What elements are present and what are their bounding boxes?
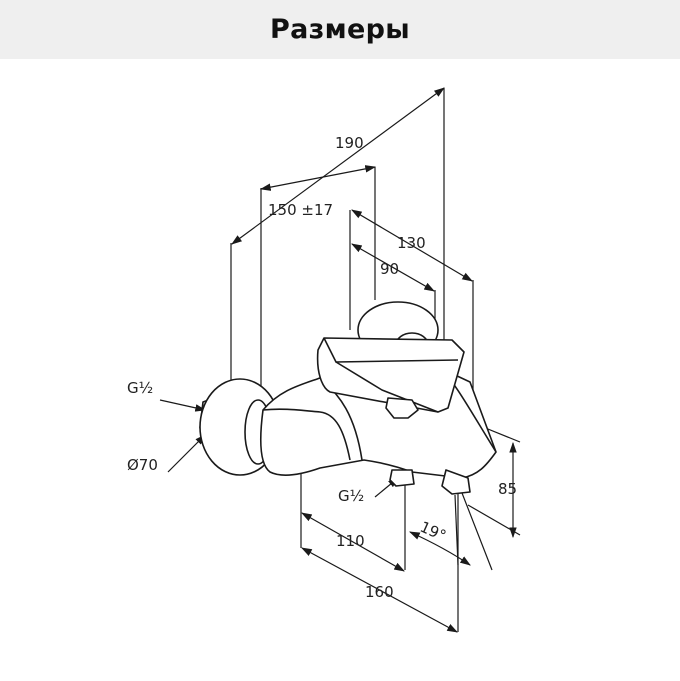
dim-label-85: 85 bbox=[498, 480, 517, 498]
mixer-dimension-svg: 190 150 ±17 130 90 85 110 160 19° G½ Ø70… bbox=[127, 87, 521, 633]
dim-line-190 bbox=[231, 87, 445, 245]
lever-handle bbox=[316, 337, 465, 413]
dim-label-130: 130 bbox=[397, 234, 426, 252]
dim-label-110: 110 bbox=[336, 532, 365, 550]
angle-label: 19° bbox=[417, 518, 449, 545]
dim-line-150 bbox=[259, 165, 377, 191]
callout-diameter: Ø70 bbox=[127, 456, 158, 474]
angle-arc bbox=[409, 531, 471, 566]
angle-ref-line bbox=[461, 492, 493, 571]
callout-thread-bottom: G½ bbox=[338, 487, 364, 505]
callout-thread-top: G½ bbox=[127, 379, 153, 397]
leader-thread-top bbox=[159, 399, 207, 412]
page-title: Размеры bbox=[270, 14, 410, 45]
dimension-drawing: 190 150 ±17 130 90 85 110 160 19° G½ Ø70… bbox=[0, 59, 680, 677]
dim-label-160: 160 bbox=[365, 583, 394, 601]
ext-line-85-bottom bbox=[467, 504, 521, 536]
dim-label-90: 90 bbox=[380, 260, 399, 278]
mixer-body bbox=[199, 301, 497, 495]
dim-line-160 bbox=[301, 547, 458, 633]
leader-diameter bbox=[167, 434, 206, 473]
dim-label-150: 150 ±17 bbox=[268, 201, 333, 219]
dim-line-90 bbox=[351, 243, 435, 292]
header-bar: Размеры bbox=[0, 0, 680, 59]
dim-label-190: 190 bbox=[335, 134, 364, 152]
